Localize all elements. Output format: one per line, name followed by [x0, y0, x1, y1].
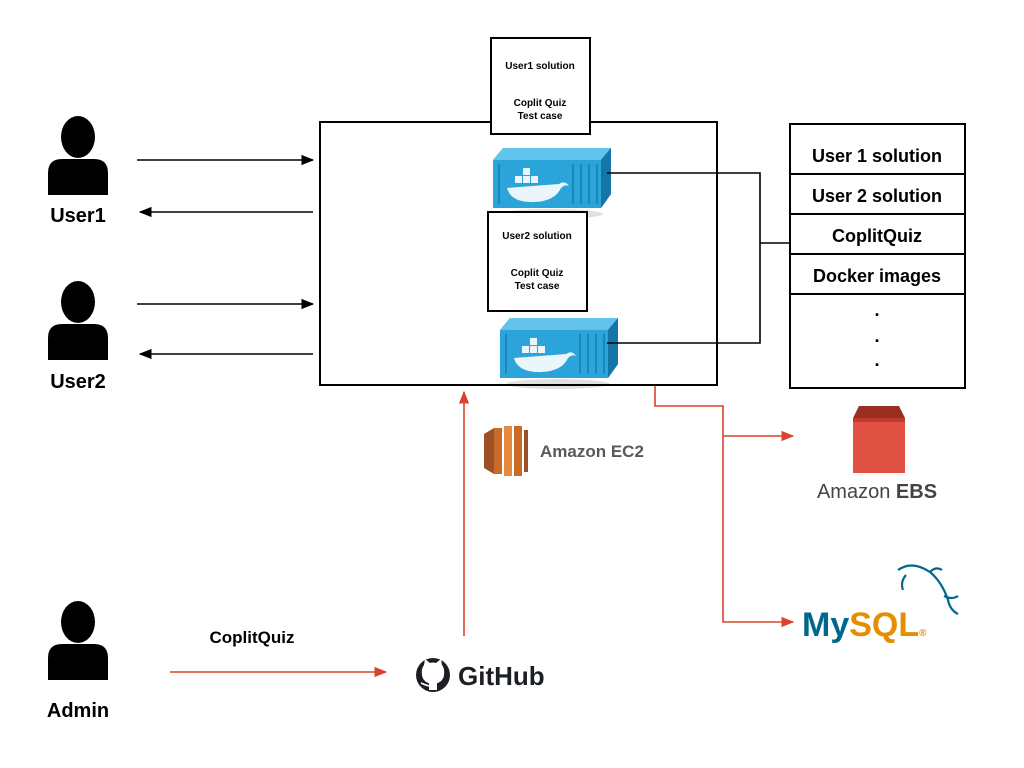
storage-item-user1-solution: User 1 solution [812, 146, 942, 166]
mysql-dolphin-icon [897, 564, 959, 615]
user2-label: User2 [50, 371, 106, 393]
user1-quiz-label: Coplit Quiz [514, 98, 567, 109]
user1-person-icon [48, 116, 108, 195]
admin-label: Admin [47, 700, 109, 722]
amazon-ebs-prefix: Amazon [817, 481, 896, 503]
storage-item-user2-solution: User 2 solution [812, 186, 942, 206]
user2-quiz-label: Coplit Quiz [511, 268, 564, 279]
user1-solution-card: User1 solution Coplit Quiz Test case [490, 37, 591, 135]
user2-person-icon [48, 281, 108, 360]
user2-solution-label: User2 solution [502, 231, 571, 242]
github-label: GitHub [458, 661, 545, 691]
user2-test-label: Test case [515, 281, 560, 292]
amazon-ebs-icon [853, 406, 905, 473]
mysql-logo: MySQL® [802, 606, 927, 644]
user2-solution-card: User2 solution Coplit Quiz Test case [487, 211, 588, 312]
github-octocat-icon [416, 658, 450, 692]
storage-item-docker-images: Docker images [813, 266, 941, 286]
user1-label: User1 [50, 205, 106, 227]
admin-flow-label: CoplitQuiz [210, 628, 295, 647]
amazon-ebs-label: Amazon EBS [817, 481, 937, 503]
admin-person-icon [48, 601, 108, 680]
storage-item-coplitquiz: CoplitQuiz [832, 226, 922, 246]
mysql-registered: ® [919, 628, 927, 639]
user1-test-label: Test case [518, 111, 563, 122]
storage-ellipsis-3: . [874, 350, 879, 370]
mysql-my: My [802, 606, 849, 644]
storage-ellipsis-1: . [874, 300, 879, 320]
amazon-ec2-icon [484, 426, 528, 476]
amazon-ebs-suffix: EBS [896, 481, 937, 503]
storage-list: User 1 solution User 2 solution CoplitQu… [789, 123, 966, 389]
mysql-sql: SQL [849, 606, 919, 644]
storage-ellipsis-2: . [874, 326, 879, 346]
ec2-to-storage-flow [654, 386, 795, 628]
user1-solution-label: User1 solution [505, 61, 574, 72]
storage-connector [607, 172, 790, 344]
amazon-ec2-label: Amazon EC2 [540, 442, 644, 461]
